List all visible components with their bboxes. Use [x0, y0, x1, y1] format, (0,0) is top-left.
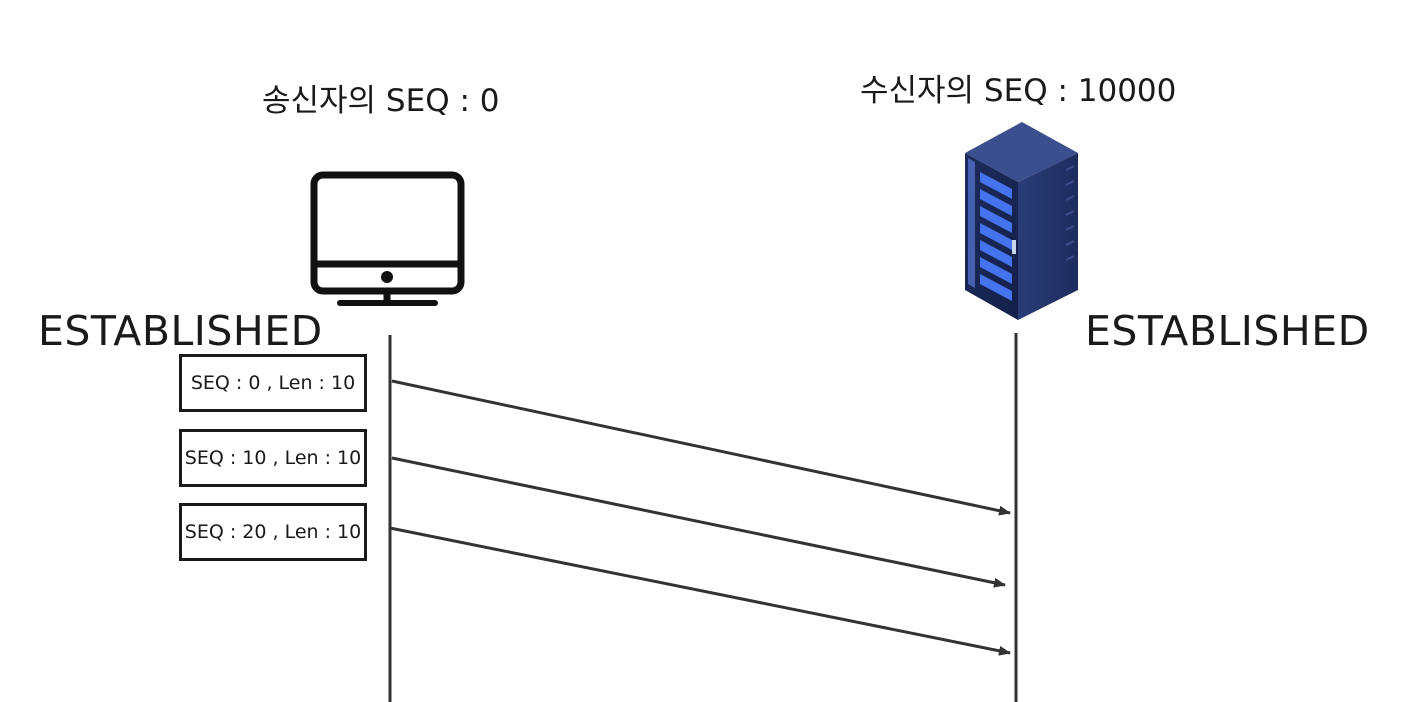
- server-rack-icon: [965, 122, 1078, 320]
- segment-box: SEQ : 0 , Len : 10: [179, 354, 367, 412]
- segment-label: SEQ : 0 , Len : 10: [190, 372, 356, 394]
- computer-monitor-icon: [310, 171, 465, 306]
- segment-label: SEQ : 10 , Len : 10: [184, 447, 362, 469]
- segment-box: SEQ : 20 , Len : 10: [179, 503, 367, 561]
- segment-box: SEQ : 10 , Len : 10: [179, 429, 367, 487]
- segment-arrow-1: [391, 456, 1006, 588]
- segment-label: SEQ : 20 , Len : 10: [184, 521, 362, 543]
- receiver-seq-title: 수신자의 SEQ : 10000: [860, 73, 1177, 109]
- sender-seq-title: 송신자의 SEQ : 0: [262, 83, 500, 119]
- sender-state-label: ESTABLISHED: [38, 307, 323, 355]
- segment-arrow-2: [389, 526, 1011, 656]
- segment-arrow-0: [391, 379, 1011, 516]
- receiver-state-label: ESTABLISHED: [1085, 307, 1370, 355]
